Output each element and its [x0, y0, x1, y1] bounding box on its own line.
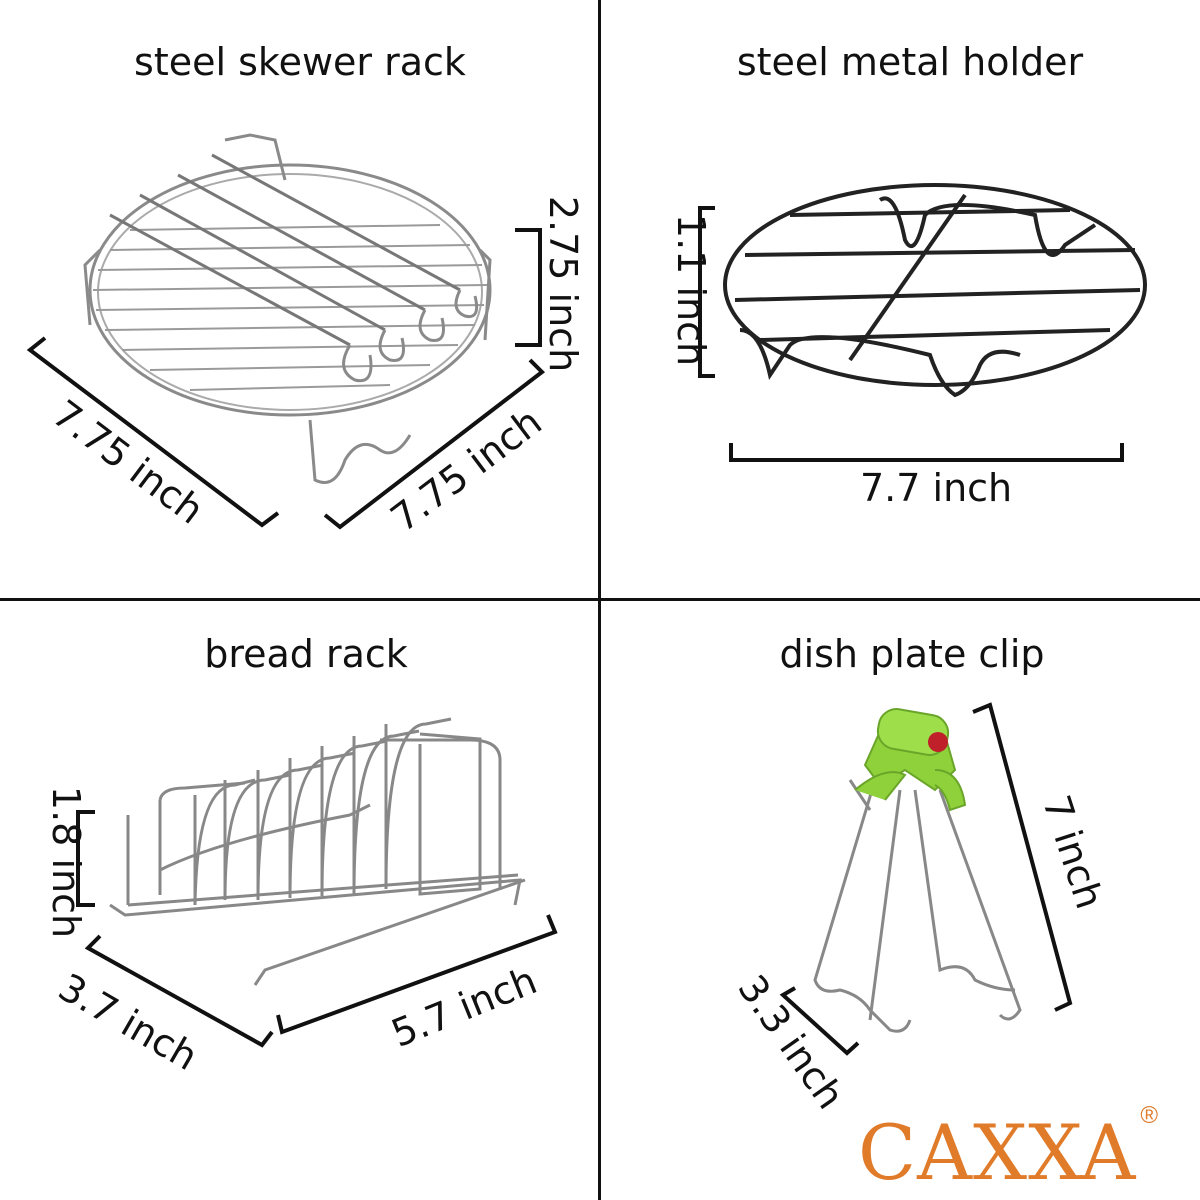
bread-rack-title: bread rack	[204, 632, 408, 676]
skewer-rack-title: steel skewer rack	[134, 40, 466, 84]
clip-handle	[854, 708, 967, 812]
horizontal-divider	[0, 598, 1200, 601]
metal-holder-title: steel metal holder	[736, 40, 1084, 84]
plate-clip-title: dish plate clip	[779, 632, 1045, 676]
metal-holder-width-label: 7.7 inch	[860, 466, 1013, 510]
brand-logo: CAXXA®	[858, 1102, 1159, 1197]
brand-name: CAXXA	[858, 1108, 1137, 1197]
registered-mark: ®	[1140, 1101, 1160, 1129]
clip-release-button	[928, 732, 948, 752]
